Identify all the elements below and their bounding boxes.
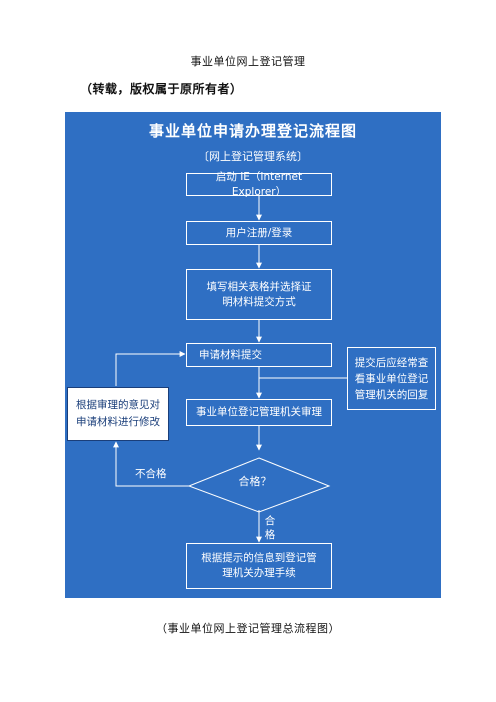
document-subtitle: （转载，版权属于原所有者） xyxy=(80,82,243,96)
step-fill-forms: 填写相关表格并选择证明材料提交方式 xyxy=(186,269,332,320)
flowchart-subtitle: 〔网上登记管理系统〕 xyxy=(198,150,308,163)
connector-revise xyxy=(115,351,186,386)
revise-materials-box: 根据审理的意见对申请材料进行修改 xyxy=(67,387,169,441)
step-review: 事业单位登记管理机关审理 xyxy=(186,399,332,426)
side-note-box: 提交后应经常查看事业单位登记管理机关的回复 xyxy=(347,347,436,410)
decision-label: 合格？ xyxy=(238,475,272,488)
decision-diamond xyxy=(187,457,331,513)
step-start-ie: 启动 IE（Internet Explorer） xyxy=(186,171,332,198)
flowchart-caption: （事业单位网上登记管理总流程图） xyxy=(156,622,340,635)
final-step-box: 根据提示的信息到登记管理机关办理手续 xyxy=(186,543,332,589)
document-title: 事业单位网上登记管理 xyxy=(190,55,306,68)
connector-no xyxy=(113,441,189,487)
flowchart-connectors xyxy=(113,196,347,543)
flowchart-panel: 事业单位申请办理登记流程图 〔网上登记管理系统〕 启动 IE（Internet … xyxy=(65,112,441,598)
pass-label: 合格 xyxy=(264,515,276,541)
no-pass-label: 不合格 xyxy=(135,468,167,480)
step-submit-materials: 申请材料提交 xyxy=(186,343,332,367)
flowchart-title: 事业单位申请办理登记流程图 xyxy=(148,122,357,140)
step-register-login: 用户注册/登录 xyxy=(186,221,332,245)
